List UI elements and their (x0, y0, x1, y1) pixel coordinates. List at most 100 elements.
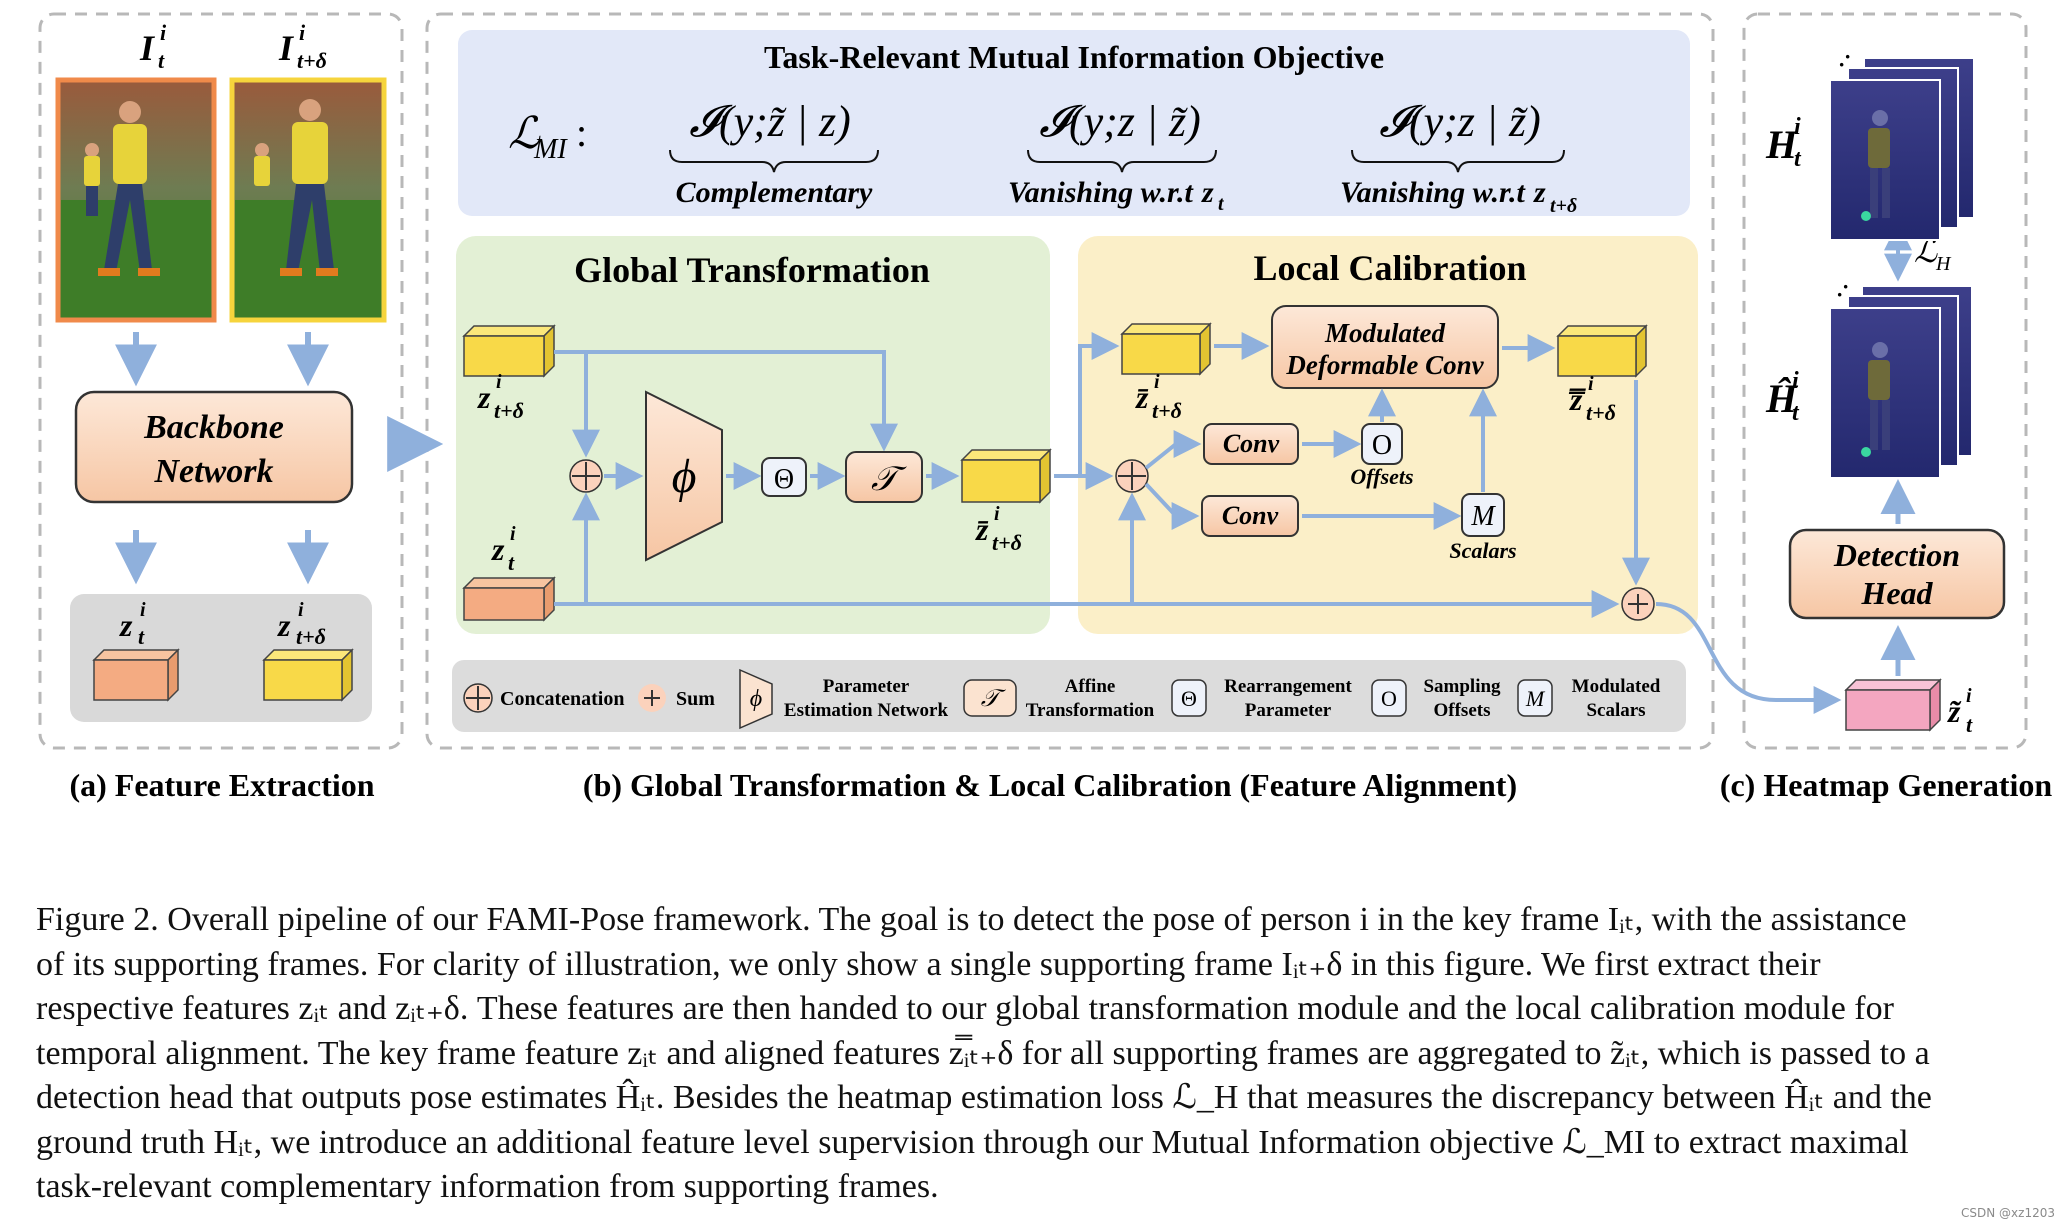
gt-input-support-label: z i t+δ (477, 371, 524, 423)
svg-text:z: z (1533, 176, 1546, 209)
svg-text:z: z (119, 607, 133, 643)
svg-text:t+δ: t+δ (494, 398, 524, 423)
conv-scalars-block: Conv (1201, 495, 1299, 537)
caption-line: Figure 2. Overall pipeline of our FAMI-P… (36, 901, 1907, 938)
svg-text:i: i (1154, 371, 1160, 393)
svg-text:t: t (1966, 712, 1973, 737)
svg-text:i: i (1794, 114, 1801, 140)
mi-term-vanishing-key: 𝓘(y;z | z̃) Vanishing w.r.t z t (1008, 97, 1225, 215)
legend-affine: 𝒯 Affine Transformation (963, 676, 1155, 721)
aggregated-feature-cube (1844, 678, 1942, 732)
svg-text:Ĥ: Ĥ (1765, 376, 1799, 421)
gt-input-key-cube (462, 576, 556, 622)
svg-text:z̄: z̄ (975, 511, 989, 547)
svg-text:t+δ: t+δ (1550, 195, 1577, 217)
svg-text:·: · (1844, 44, 1851, 69)
svg-text:M: M (1470, 501, 1496, 532)
svg-text:I: I (139, 28, 156, 68)
panel-b-title: (b) Global Transformation & Local Calibr… (583, 767, 1517, 803)
svg-text:ϕ: ϕ (672, 450, 697, 503)
affine-transformation-node: 𝒯 (845, 451, 923, 503)
objective-banner (458, 30, 1690, 216)
svg-text:z̿: z̿ (1569, 381, 1587, 417)
legend-parameter-estimation: ϕ Parameter Estimation Network (739, 668, 948, 730)
svg-text:MI: MI (533, 134, 568, 165)
global-transformation-panel (456, 236, 1050, 634)
arrow-concat-to-conv1 (1144, 430, 1202, 470)
detection-head-block: Detection Head (1788, 528, 2006, 620)
watermark: CSDN @xz1203 (1961, 1206, 2055, 1220)
panel-a-frame (38, 12, 404, 750)
svg-text:𝓘(y;z | z̃): 𝓘(y;z | z̃) (1039, 97, 1201, 146)
rearrangement-parameter-node: Θ (761, 457, 807, 497)
arrow-support-to-affine (586, 350, 898, 452)
key-feature-label: z i t (119, 599, 146, 649)
lc-output-cube (1556, 324, 1648, 378)
svg-text:t: t (1794, 146, 1802, 172)
legend-rearrangement: Θ Rearrangement Parameter (1171, 676, 1353, 721)
caption-line: temporal alignment. The key frame featur… (36, 1034, 1930, 1072)
svg-text:Parameter: Parameter (823, 676, 910, 697)
svg-text:Offsets: Offsets (1350, 464, 1413, 489)
backbone-network-block: Backbone Network (74, 390, 354, 504)
svg-text:z̄: z̄ (1135, 379, 1149, 415)
svg-text:Offsets: Offsets (1434, 700, 1491, 721)
svg-text:t+δ: t+δ (296, 624, 326, 649)
svg-text:ϕ: ϕ (750, 686, 762, 712)
lc-input-label: z̄ i t+δ (1135, 371, 1182, 423)
gt-concat-node (569, 459, 603, 493)
mi-term-vanishing-support: 𝓘(y;z | z̃) Vanishing w.r.t z t+δ (1340, 97, 1577, 217)
svg-text:Vanishing w.r.t: Vanishing w.r.t (1008, 176, 1194, 209)
svg-text:t+δ: t+δ (1586, 400, 1616, 425)
svg-text:z̃: z̃ (1947, 693, 1962, 729)
svg-text:Transformation: Transformation (1026, 700, 1155, 721)
legend-sampling-offsets: O Sampling Offsets (1371, 676, 1501, 721)
svg-text:O: O (1372, 430, 1392, 461)
svg-text:t+δ: t+δ (992, 530, 1022, 555)
ground-truth-heatmap-label: H i t (1765, 114, 1802, 172)
svg-text:O: O (1381, 686, 1397, 711)
svg-text:Backbone: Backbone (143, 409, 284, 446)
support-feature-cube (262, 648, 354, 702)
svg-text:Network: Network (154, 453, 274, 490)
svg-text:Sampling: Sampling (1423, 676, 1501, 697)
svg-text:M: M (1525, 686, 1546, 711)
svg-text:H: H (1935, 253, 1952, 275)
parameter-estimation-network: ϕ (645, 390, 723, 562)
support-feature-label: z i t+δ (277, 599, 326, 649)
svg-text:z: z (277, 607, 291, 643)
predicted-heatmap-stack: · · (1829, 274, 1973, 479)
svg-text:i: i (160, 20, 167, 45)
lc-concat-node (1115, 459, 1149, 493)
figure-caption: Figure 2. Overall pipeline of our FAMI-P… (36, 898, 2046, 1210)
svg-text:Scalars: Scalars (1586, 700, 1645, 721)
panel-a-title: (a) Feature Extraction (69, 767, 374, 803)
panel-c-frame (1742, 12, 2028, 750)
svg-text:t+δ: t+δ (297, 48, 327, 73)
mi-loss-label: ℒ MI : (508, 109, 587, 165)
svg-text:i: i (298, 599, 304, 621)
svg-text:Modulated: Modulated (1572, 676, 1661, 697)
caption-line: task-relevant complementary information … (36, 1168, 939, 1205)
key-frame-image (55, 77, 217, 323)
svg-text:z: z (477, 379, 491, 415)
svg-text:Conv: Conv (1223, 429, 1280, 458)
svg-text:i: i (510, 523, 516, 545)
key-feature-cube (92, 648, 180, 702)
modulated-scalars-node: M Scalars (1449, 493, 1517, 563)
gt-output-label: z̄ i t+δ (975, 503, 1022, 555)
svg-text:I: I (278, 28, 295, 68)
sampling-offsets-node: O Offsets (1350, 423, 1414, 489)
legend-sum: Sum (638, 684, 715, 712)
svg-text:i: i (1792, 368, 1799, 394)
svg-text:z: z (491, 531, 505, 567)
ground-truth-heatmap-stack: · · (1829, 44, 1975, 241)
svg-text:·: · (1838, 52, 1845, 77)
svg-text:i: i (140, 599, 146, 621)
svg-text:·: · (1842, 274, 1849, 299)
svg-text:z: z (1201, 176, 1214, 209)
lc-output-label: z̿ i t+δ (1569, 373, 1616, 425)
svg-text:H: H (1765, 122, 1799, 167)
lc-input-cube (1120, 322, 1212, 376)
svg-text:Head: Head (1860, 575, 1933, 611)
